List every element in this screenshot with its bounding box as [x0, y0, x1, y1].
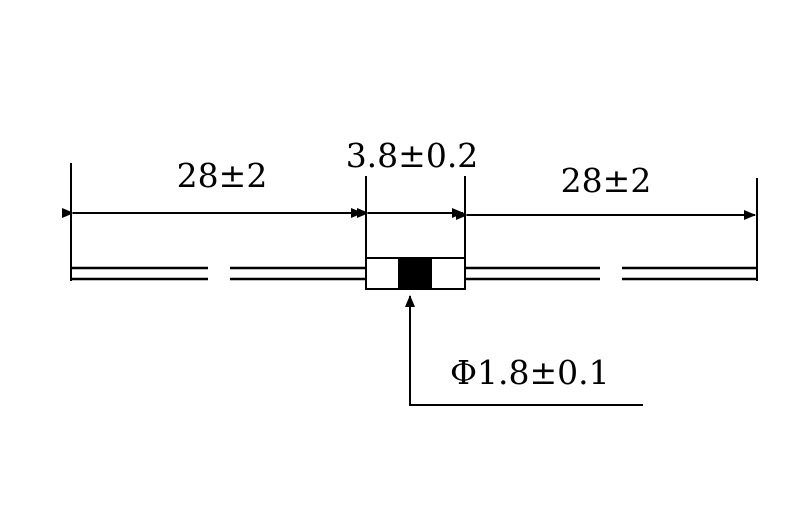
- body-diameter-label: Φ1.8±0.1: [450, 353, 610, 392]
- lead-right: [465, 266, 757, 281]
- diameter-leader-line: [405, 295, 643, 406]
- body-length-label: 3.8±0.2: [346, 136, 479, 175]
- lead-right-label: 28±2: [561, 161, 652, 200]
- lead-left: [71, 266, 366, 281]
- lead-left-label: 28±2: [177, 156, 268, 195]
- cathode-band: [398, 259, 432, 288]
